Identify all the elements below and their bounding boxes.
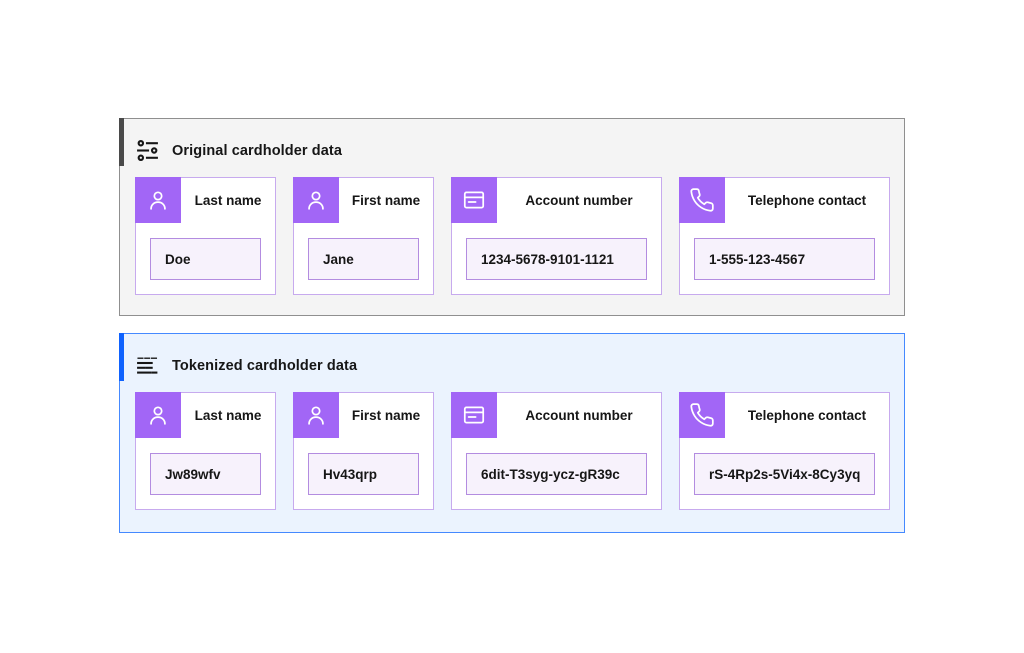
account-icon	[451, 392, 497, 438]
field-label: Telephone contact	[725, 408, 889, 423]
field-value: Jane	[323, 252, 354, 267]
card-header: Last name	[136, 178, 275, 223]
field-value-box: rS-4Rp2s-5Vi4x-8Cy3yq	[694, 453, 875, 495]
field-value-box: Jw89wfv	[150, 453, 261, 495]
field-value: 1234-5678-9101-1121	[481, 252, 614, 267]
field-value: 6dit-T3syg-ycz-gR39c	[481, 467, 620, 482]
card-header: Telephone contact	[680, 178, 889, 223]
user-icon	[293, 392, 339, 438]
field-card-first-name: First name Jane	[293, 177, 434, 295]
panel-original-cardholder-data: Original cardholder data Last name Doe	[119, 118, 905, 316]
card-header: Telephone contact	[680, 393, 889, 438]
data-attributes-icon	[135, 138, 160, 163]
phone-icon	[679, 392, 725, 438]
tokenization-diagram: Original cardholder data Last name Doe	[119, 118, 905, 533]
panel-tokenized-cardholder-data: Tokenized cardholder data Last name Jw89…	[119, 333, 905, 533]
user-icon	[135, 392, 181, 438]
panel-accent-bar	[119, 118, 124, 166]
field-value: Hv43qrp	[323, 467, 377, 482]
field-card-last-name: Last name Jw89wfv	[135, 392, 276, 510]
user-icon	[293, 177, 339, 223]
field-label: Last name	[181, 193, 275, 208]
panel-title: Tokenized cardholder data	[172, 358, 357, 374]
field-value: Jw89wfv	[165, 467, 221, 482]
field-label: First name	[339, 408, 433, 423]
field-value: Doe	[165, 252, 191, 267]
user-icon	[135, 177, 181, 223]
field-label: Account number	[497, 193, 661, 208]
field-card-account-number: Account number 6dit-T3syg-ycz-gR39c	[451, 392, 662, 510]
field-label: Telephone contact	[725, 193, 889, 208]
field-card-first-name: First name Hv43qrp	[293, 392, 434, 510]
field-value-box: 6dit-T3syg-ycz-gR39c	[466, 453, 647, 495]
card-header: First name	[294, 393, 433, 438]
field-card-account-number: Account number 1234-5678-9101-1121	[451, 177, 662, 295]
field-value: rS-4Rp2s-5Vi4x-8Cy3yq	[709, 467, 860, 482]
field-label: Account number	[497, 408, 661, 423]
card-header: Account number	[452, 178, 661, 223]
field-value-box: Doe	[150, 238, 261, 280]
panel-title: Original cardholder data	[172, 143, 342, 159]
field-value-box: 1234-5678-9101-1121	[466, 238, 647, 280]
card-header: First name	[294, 178, 433, 223]
panel-header: Tokenized cardholder data	[120, 334, 904, 384]
panel-header: Original cardholder data	[120, 119, 904, 169]
field-label: First name	[339, 193, 433, 208]
field-value-box: Jane	[308, 238, 419, 280]
card-row: Last name Doe First name Jane	[120, 177, 904, 295]
field-value-box: 1-555-123-4567	[694, 238, 875, 280]
field-value: 1-555-123-4567	[709, 252, 805, 267]
card-header: Last name	[136, 393, 275, 438]
phone-icon	[679, 177, 725, 223]
field-label: Last name	[181, 408, 275, 423]
panel-accent-bar	[119, 333, 124, 381]
field-card-telephone: Telephone contact rS-4Rp2s-5Vi4x-8Cy3yq	[679, 392, 890, 510]
card-header: Account number	[452, 393, 661, 438]
tokenized-data-icon	[135, 353, 160, 378]
field-value-box: Hv43qrp	[308, 453, 419, 495]
field-card-last-name: Last name Doe	[135, 177, 276, 295]
card-row: Last name Jw89wfv First name Hv43qrp	[120, 392, 904, 510]
field-card-telephone: Telephone contact 1-555-123-4567	[679, 177, 890, 295]
account-icon	[451, 177, 497, 223]
